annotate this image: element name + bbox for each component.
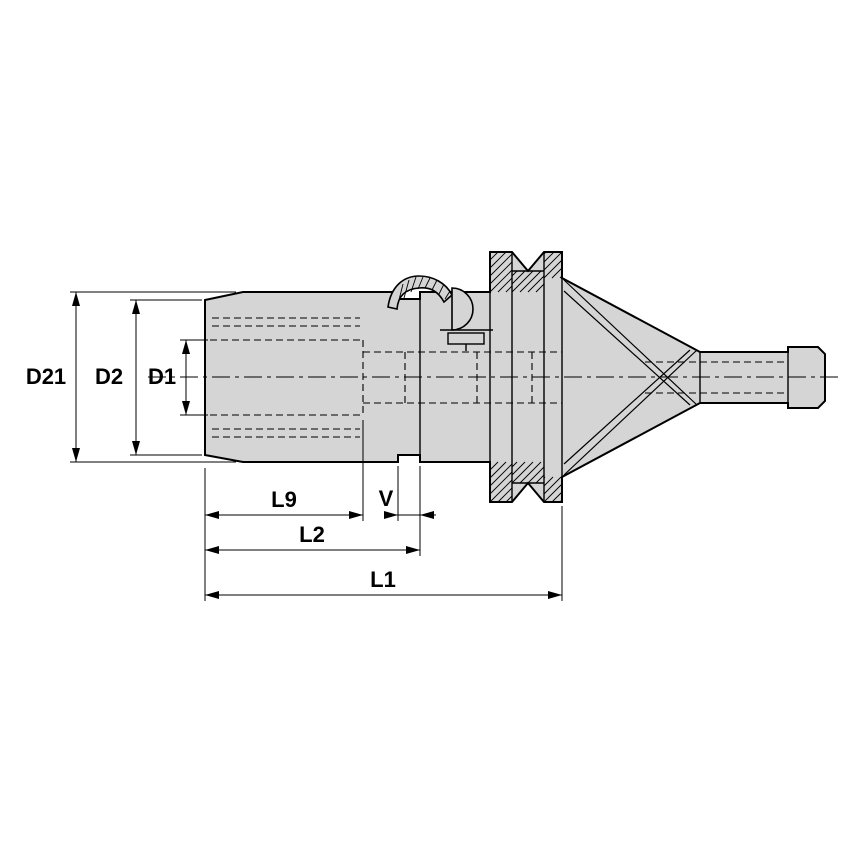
d21-arrow-bottom bbox=[72, 448, 80, 462]
d1-arrow-top bbox=[182, 340, 190, 354]
clamp-screw-base bbox=[447, 332, 485, 345]
hatch-region-bottom-groove bbox=[511, 461, 545, 484]
dimension-label-v: V bbox=[379, 486, 394, 511]
clamp-screw-feature bbox=[440, 287, 493, 351]
d21-extension-lines bbox=[70, 291, 236, 463]
dimension-l9: L9 bbox=[205, 487, 363, 519]
dimension-d1: D1 bbox=[148, 339, 208, 416]
hatch-region-top-left bbox=[489, 251, 513, 293]
l9-arrow-left bbox=[205, 511, 219, 519]
l9-arrow-right bbox=[349, 511, 363, 519]
dimension-label-l9: L9 bbox=[271, 487, 297, 512]
d21-arrow-top bbox=[72, 292, 80, 306]
bottom-extension-lines bbox=[204, 420, 563, 601]
clamp-screw-lines bbox=[440, 329, 493, 351]
taper-internal-lines bbox=[563, 279, 698, 476]
coolant-slot bbox=[387, 275, 453, 310]
flange-hatching bbox=[489, 251, 563, 503]
dimension-label-d2: D2 bbox=[95, 364, 123, 389]
dimension-label-l2: L2 bbox=[299, 522, 325, 547]
dimension-l2: L2 bbox=[205, 522, 420, 554]
d1-arrow-bottom bbox=[182, 401, 190, 415]
dimension-d2: D2 bbox=[95, 299, 202, 456]
hatch-region-bottom-right bbox=[543, 476, 563, 503]
d2-extension-lines bbox=[130, 299, 202, 456]
coolant-slot-hatch bbox=[396, 276, 451, 309]
clamp-screw-dome bbox=[451, 287, 474, 331]
v-arrow-right bbox=[420, 511, 434, 519]
thread-bore-hidden-lines bbox=[645, 361, 788, 394]
v-arrow-left bbox=[384, 511, 398, 519]
d2-arrow-top bbox=[132, 300, 140, 314]
dimension-v: V bbox=[379, 486, 436, 519]
l1-arrow-right bbox=[548, 591, 562, 599]
dimension-d21: D21 bbox=[26, 291, 236, 463]
hidden-lines bbox=[210, 317, 788, 438]
dimension-label-l1: L1 bbox=[370, 567, 396, 592]
hatch-region-top-groove bbox=[511, 270, 545, 293]
hatch-region-bottom-left bbox=[489, 461, 513, 503]
d1-extension-lines bbox=[180, 339, 208, 416]
hatch-region-top-right bbox=[543, 251, 563, 279]
dimension-label-d1: D1 bbox=[148, 364, 176, 389]
d2-arrow-bottom bbox=[132, 441, 140, 455]
dimension-l1: L1 bbox=[205, 567, 562, 599]
l2-arrow-left bbox=[205, 546, 219, 554]
dimension-label-d21: D21 bbox=[26, 364, 66, 389]
l1-arrow-left bbox=[205, 591, 219, 599]
l2-arrow-right bbox=[406, 546, 420, 554]
